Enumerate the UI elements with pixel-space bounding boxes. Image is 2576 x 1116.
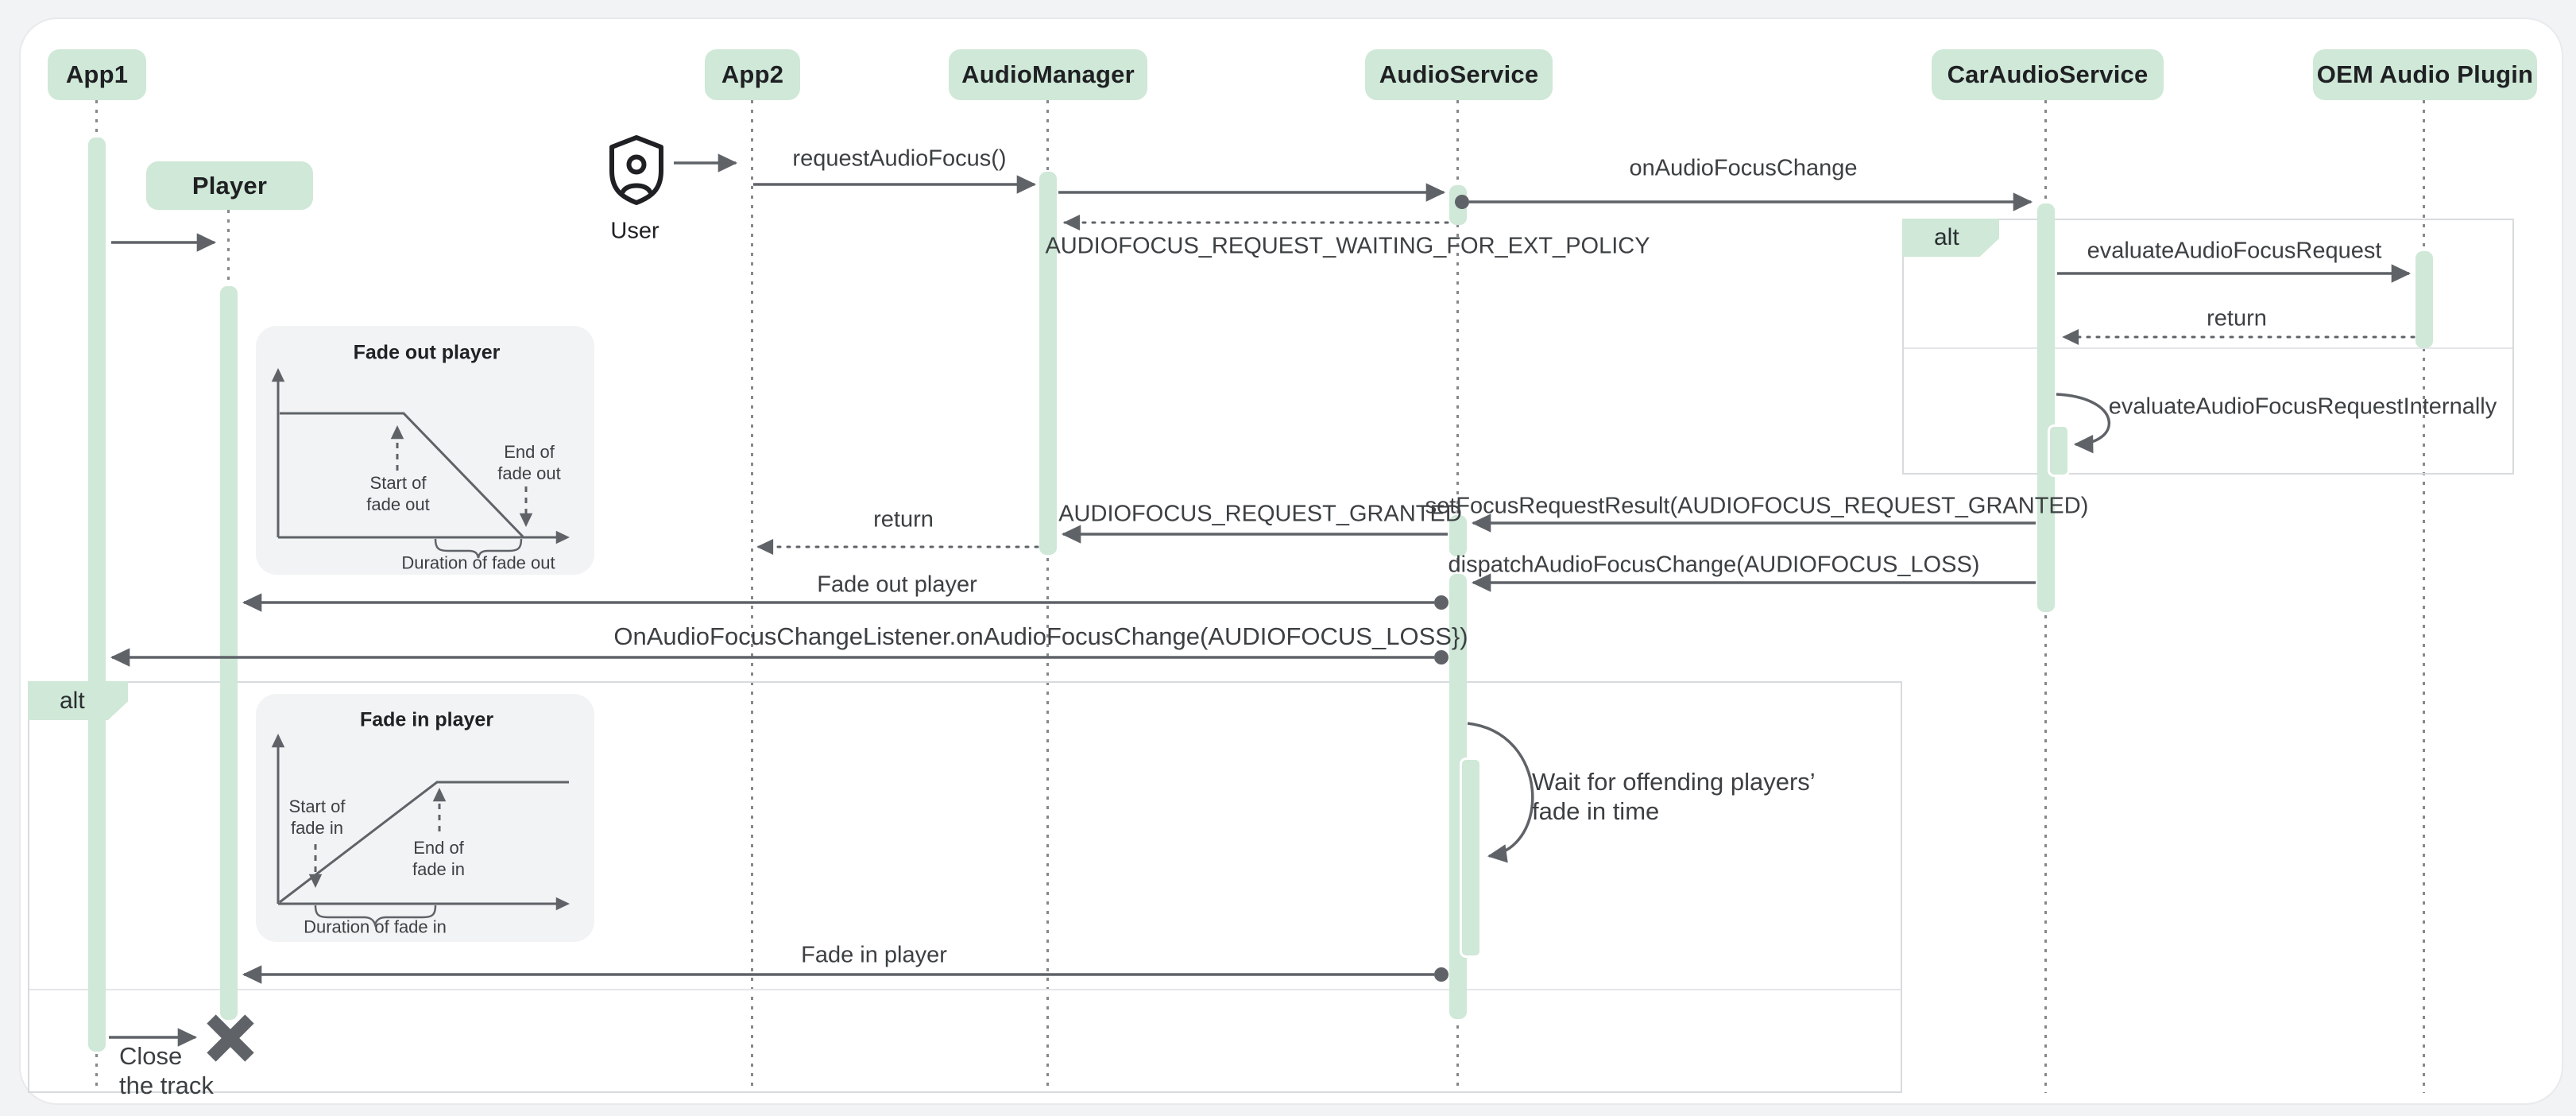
message-label-waiting-policy: AUDIOFOCUS_REQUEST_WAITING_FOR_EXT_POLIC… [1045, 233, 1650, 259]
activation-app1 [88, 138, 106, 1052]
actor-car-audio-service: CarAudioService [1932, 49, 2164, 100]
fade-out-start-label: Start of fade out [366, 473, 430, 514]
actor-label: CarAudioService [1947, 60, 2149, 88]
message-label-focus-change-listener: OnAudioFocusChangeListener.onAudioFocusC… [613, 622, 1468, 650]
activation-audio-service-2 [1449, 515, 1467, 556]
arrow-evaluate-internally-self [2056, 393, 2111, 454]
message-label-evaluate-request: evaluateAudioFocusRequest [2087, 238, 2382, 264]
activation-audio-manager [1039, 172, 1057, 555]
activation-player [220, 286, 238, 1020]
message-label-request-audio-focus: requestAudioFocus() [792, 145, 1007, 172]
fade-out-end-label: End of fade out [497, 442, 561, 483]
message-label-fade-out-player: Fade out player [817, 572, 977, 598]
actor-label: App1 [65, 60, 129, 88]
fade-in-start-label: Start of fade in [288, 796, 346, 838]
lifeline-app2 [751, 100, 753, 1093]
fade-in-chart-panel [256, 694, 594, 942]
fade-out-chart-panel [256, 326, 594, 575]
actor-label: App2 [721, 60, 784, 88]
fade-in-chart [271, 734, 570, 928]
fade-out-duration-label: Duration of fade out [401, 552, 555, 573]
message-label-fade-in-player: Fade in player [801, 942, 947, 968]
alt-label: alt [60, 687, 85, 714]
lifeline-oem-audio-plugin [2423, 100, 2425, 1093]
alt-fragment-fade-tab: alt [28, 681, 128, 720]
message-origin-dot [1434, 967, 1449, 982]
alt-fragment-oem-tab: alt [1902, 219, 1999, 257]
message-label-set-focus-result: setFocusRequestResult(AUDIOFOCUS_REQUEST… [1425, 493, 2089, 519]
actor-oem-audio-plugin: OEM Audio Plugin [2313, 49, 2537, 100]
message-label-request-granted: AUDIOFOCUS_REQUEST_GRANTED [1058, 501, 1462, 527]
activation-oem-plugin [2415, 251, 2433, 348]
actor-app2: App2 [705, 49, 800, 100]
message-origin-dot [1434, 650, 1449, 665]
alt-fragment-fade [28, 681, 1902, 1093]
fade-in-end-label: End of fade in [412, 838, 466, 879]
actor-audio-service: AudioService [1365, 49, 1553, 100]
message-label-on-audio-focus-change: onAudioFocusChange [1629, 155, 1858, 181]
actor-label: Player [191, 171, 268, 200]
message-label-return-from-oem: return [2207, 305, 2267, 331]
lifeline-audio-manager [1046, 100, 1049, 1093]
user-icon [609, 135, 663, 205]
message-origin-dot [1455, 195, 1469, 209]
activation-audio-service-nested [1460, 758, 1482, 958]
actor-label: AudioManager [961, 60, 1135, 88]
alt-fragment-oem [1902, 219, 2514, 475]
actor-label: OEM Audio Plugin [2316, 60, 2534, 88]
message-origin-dot [1434, 595, 1449, 610]
fade-in-duration-label: Duration of fade in [304, 916, 447, 937]
actor-audio-manager: AudioManager [949, 49, 1147, 100]
fade-out-chart [271, 368, 570, 559]
actor-player: Player [146, 161, 313, 210]
activation-car-audio-service [2037, 203, 2055, 612]
note-close-track: Close the track [119, 1042, 214, 1099]
alt-fragment-oem-divider [1904, 347, 2512, 349]
alt-label: alt [1934, 224, 1959, 250]
fade-in-chart-title: Fade in player [359, 708, 494, 731]
actor-app1: App1 [48, 49, 146, 100]
message-label-return-to-app2: return [873, 506, 934, 533]
destroy-x-icon [207, 1014, 254, 1062]
actor-label: AudioService [1379, 60, 1539, 88]
fade-out-chart-title: Fade out player [353, 341, 501, 364]
message-label-dispatch-loss: dispatchAudioFocusChange(AUDIOFOCUS_LOSS… [1448, 552, 1980, 578]
alt-fragment-fade-divider [29, 989, 1901, 990]
message-label-evaluate-internally: evaluateAudioFocusRequestInternally [2108, 393, 2497, 420]
arrow-wait-self [1467, 722, 1534, 863]
note-wait-for-fade: Wait for offending players’ fade in time [1532, 768, 1816, 825]
activation-car-audio-service-nested [2048, 424, 2070, 477]
user-label: User [610, 218, 659, 244]
